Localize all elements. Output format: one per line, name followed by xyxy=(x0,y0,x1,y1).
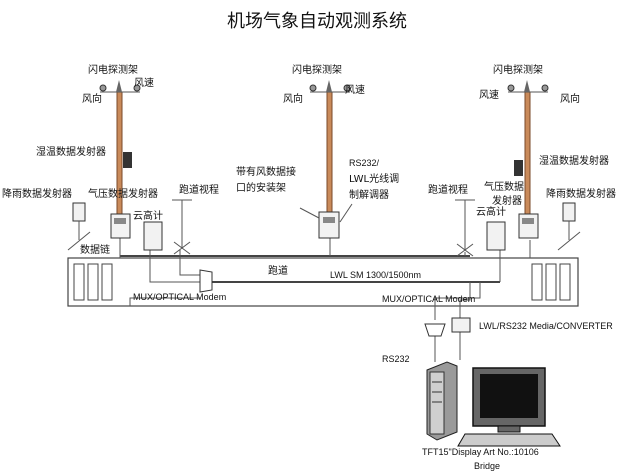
label-data-link: 数据链 xyxy=(80,243,110,256)
ceilometer-left xyxy=(143,221,163,251)
label-rvr-left: 跑道视程 xyxy=(179,183,219,196)
label-humidity-left: 湿温数据发射器 xyxy=(36,145,106,158)
ceilometer-left-body xyxy=(143,221,163,251)
label-rvr-right: 跑道视程 xyxy=(428,183,468,196)
rain-gauge-left xyxy=(67,202,91,251)
label-wind-speed-left: 风速 xyxy=(134,77,154,89)
mast-middle-pole xyxy=(326,91,333,213)
lightning-rod-left-icon xyxy=(116,80,122,92)
label-rs232-bottom: RS232 xyxy=(382,354,410,364)
rvr-left xyxy=(172,199,192,255)
runway-threshold-right xyxy=(531,263,571,301)
label-wind-dir-mid: 风向 xyxy=(283,92,303,105)
rain-gauge-left-body xyxy=(72,202,86,222)
label-wind-speed-right: 风速 xyxy=(479,89,499,101)
rain-gauge-right-body xyxy=(562,202,576,222)
label-pressure-right-2: 发射器 xyxy=(492,194,522,207)
runway-label: 跑道 xyxy=(268,264,288,277)
label-mux-left: MUX/OPTICAL Modem xyxy=(133,292,226,302)
runway-threshold-left xyxy=(73,263,113,301)
media-converter-box xyxy=(451,317,471,333)
monitor xyxy=(457,367,561,447)
pressure-transmitter-left xyxy=(110,213,131,239)
label-ceilometer-left: 云高计 xyxy=(133,209,163,222)
humidity-sensor-right-icon xyxy=(514,160,523,176)
mast-middle xyxy=(299,80,353,239)
anemometer-right-icon xyxy=(507,84,515,92)
label-rain-left: 降雨数据发射器 xyxy=(2,187,72,200)
cable-lines xyxy=(119,238,531,362)
mux-bottom-device xyxy=(424,323,446,337)
label-display-1: TFT15"Display Art No.:10106 xyxy=(422,447,539,457)
wind-vane-left-icon xyxy=(99,84,107,92)
label-pressure-right-1: 气压数据 xyxy=(484,180,524,193)
label-rs232-3: 制解调器 xyxy=(349,188,389,201)
label-lightning-mid: 闪电探测架 xyxy=(292,63,342,76)
label-wind-dir-left: 风向 xyxy=(82,92,102,105)
label-display-2: Bridge xyxy=(474,461,500,471)
label-wind-dir-right: 风向 xyxy=(560,92,580,105)
label-mount-1: 带有风数据接 xyxy=(236,165,296,178)
label-wind-speed-mid: 风速 xyxy=(345,84,365,96)
humidity-sensor-left-icon xyxy=(123,152,132,168)
pc-tower xyxy=(426,361,458,441)
wind-vane-right-icon xyxy=(541,84,549,92)
label-rain-right: 降雨数据发射器 xyxy=(546,187,616,200)
anemometer-middle-icon xyxy=(343,84,351,92)
label-pressure-left: 气压数据发射器 xyxy=(88,187,158,200)
mast-left xyxy=(99,80,141,239)
label-mount-2: 口的安装架 xyxy=(236,181,286,194)
label-humidity-right: 湿温数据发射器 xyxy=(539,154,609,167)
ceilometer-right xyxy=(486,221,506,251)
diagram-title: 机场气象自动观测系统 xyxy=(227,11,407,32)
label-ceilometer-right: 云高计 xyxy=(476,205,506,218)
monitor-screen xyxy=(480,374,538,418)
pc-tower-front xyxy=(429,371,445,435)
keyboard xyxy=(457,433,561,447)
mux-left-device xyxy=(199,269,213,293)
label-rs232-2: LWL光线调 xyxy=(349,172,399,185)
rain-gauge-right xyxy=(557,202,581,251)
converter-device xyxy=(451,317,471,333)
rvr-right xyxy=(455,199,475,257)
wind-vane-middle-icon xyxy=(309,84,317,92)
label-rs232-1: RS232/ xyxy=(349,158,380,168)
label-lightning-right: 闪电探测架 xyxy=(493,63,543,76)
mast-right xyxy=(507,80,549,239)
label-lightning-left: 闪电探测架 xyxy=(88,63,138,76)
mount-with-wind-interface xyxy=(318,211,340,239)
label-lwl-sm: LWL SM 1300/1500nm xyxy=(330,270,421,280)
label-converter: LWL/RS232 Media/CONVERTER xyxy=(479,321,613,331)
lightning-rod-middle-icon xyxy=(326,80,332,92)
anemometer-left-icon xyxy=(133,84,141,92)
lightning-rod-right-icon xyxy=(524,80,530,92)
pressure-transmitter-right xyxy=(518,213,539,239)
label-mux-right: MUX/OPTICAL Modem xyxy=(382,294,475,304)
ceilometer-right-body xyxy=(486,221,506,251)
